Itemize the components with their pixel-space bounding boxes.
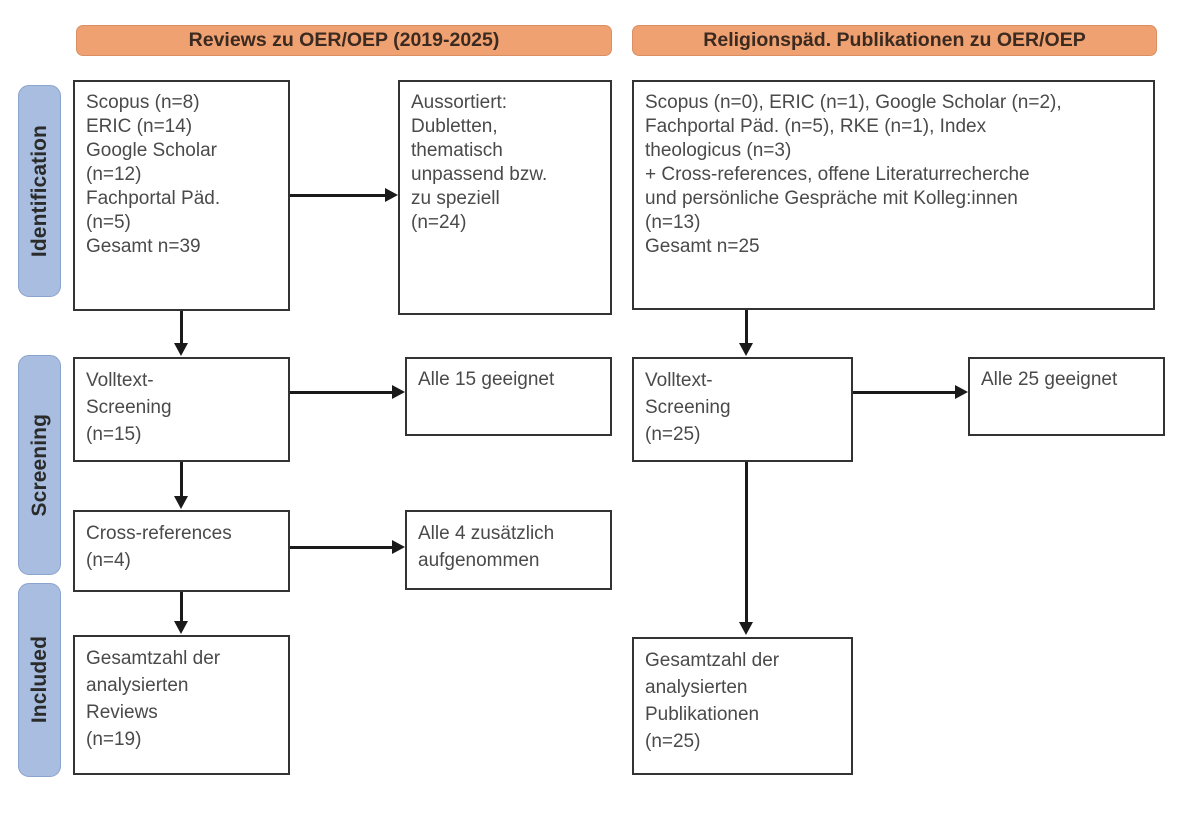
node-right-fulltext-screening: Volltext- Screening (n=25): [632, 357, 853, 462]
connector-right-fulltext-to-eligible: [853, 391, 955, 394]
connector-left-fulltext-to-crossrefs: [180, 462, 183, 497]
arrowhead-right-fulltext-to-included: [739, 622, 753, 635]
phase-bar-included: Included: [18, 583, 61, 777]
connector-left-sources-to-excluded: [290, 194, 385, 197]
connector-left-sources-to-fulltext: [180, 311, 183, 344]
connector-left-fulltext-to-eligible: [290, 391, 392, 394]
phase-bar-screening: Screening: [18, 355, 61, 575]
arrowhead-left-fulltext-to-crossrefs: [174, 496, 188, 509]
column-header-religionspaed: Religionspäd. Publikationen zu OER/OEP: [632, 25, 1157, 56]
arrowhead-left-sources-to-fulltext: [174, 343, 188, 356]
arrowhead-left-crossrefs-to-included: [174, 621, 188, 634]
node-left-identification-excluded: Aussortiert: Dubletten, thematisch unpas…: [398, 80, 612, 315]
node-left-included-total: Gesamtzahl der analysierten Reviews (n=1…: [73, 635, 290, 775]
arrowhead-left-fulltext-to-eligible: [392, 385, 405, 399]
connector-right-fulltext-to-included: [745, 462, 748, 623]
arrowhead-right-sources-to-fulltext: [739, 343, 753, 356]
phase-label-included: Included: [27, 636, 51, 724]
node-left-fulltext-screening: Volltext- Screening (n=15): [73, 357, 290, 462]
arrowhead-left-sources-to-excluded: [385, 188, 398, 202]
arrowhead-right-fulltext-to-eligible: [955, 385, 968, 399]
connector-left-crossrefs-to-included: [180, 592, 183, 622]
node-left-crossrefs-added: Alle 4 zusätzlich aufgenommen: [405, 510, 612, 590]
node-right-included-total: Gesamtzahl der analysierten Publikatione…: [632, 637, 853, 775]
node-right-all-eligible: Alle 25 geeignet: [968, 357, 1165, 436]
arrowhead-left-crossrefs-to-added: [392, 540, 405, 554]
phase-label-identification: Identification: [27, 124, 51, 258]
node-left-crossreferences: Cross-references (n=4): [73, 510, 290, 592]
column-header-reviews: Reviews zu OER/OEP (2019-2025): [76, 25, 612, 56]
node-left-all-eligible: Alle 15 geeignet: [405, 357, 612, 436]
node-right-identification-sources: Scopus (n=0), ERIC (n=1), Google Scholar…: [632, 80, 1155, 310]
node-left-identification-sources: Scopus (n=8) ERIC (n=14) Google Scholar …: [73, 80, 290, 311]
phase-bar-identification: Identification: [18, 85, 61, 297]
phase-label-screening: Screening: [27, 413, 51, 517]
connector-right-sources-to-fulltext: [745, 310, 748, 344]
connector-left-crossrefs-to-added: [290, 546, 392, 549]
